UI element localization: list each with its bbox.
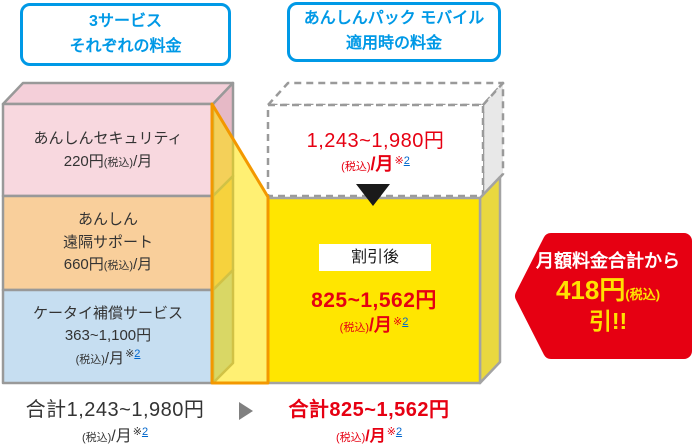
footnote-mark: ※	[393, 316, 403, 328]
ribbon-line3: 引!!	[588, 308, 628, 335]
service-hosho-price-suffix: (税込)/月※2	[75, 347, 141, 367]
down-arrow-icon	[356, 184, 390, 206]
before-price-suffix: (税込)/月※2	[341, 154, 410, 174]
service-support-name1: あんしん	[77, 211, 138, 229]
header-right-line1: あんしんパック モバイル	[303, 10, 485, 28]
footnote-2-link[interactable]: 2	[395, 426, 403, 438]
discount-badge: 割引後	[319, 244, 431, 271]
total-after: 合計825~1,562円 (税込)/月※2	[266, 393, 472, 446]
header-right-line2: 適用時の料金	[345, 35, 442, 52]
total-after-suffix: (税込)/月※2	[335, 426, 403, 445]
ribbon-tax: (税込)	[625, 287, 661, 303]
service-support-name2: 遠隔サポート	[62, 233, 153, 251]
service-support-price: 660円(税込)/月	[63, 256, 153, 274]
ribbon-amount: 418円	[555, 275, 626, 306]
total-before-suffix: (税込)/月※2	[81, 426, 149, 445]
after-price-suffix: (税込)/月※2	[339, 315, 409, 335]
ribbon-line1: 月額料金合計から	[536, 251, 680, 271]
service-security: あんしんセキュリティ 220円(税込)/月	[3, 104, 213, 196]
right-arrow-icon	[239, 402, 253, 420]
discount-side-face	[478, 175, 502, 385]
total-before-amount: 合計1,243~1,980円	[25, 399, 205, 421]
after-price: 825~1,562円	[311, 289, 437, 312]
discount-ribbon-shape	[515, 233, 692, 359]
before-box-3d	[266, 81, 505, 198]
header-left-line2: それぞれの料金	[69, 37, 182, 55]
before-front-face	[266, 103, 485, 198]
service-security-name: あんしんセキュリティ	[33, 129, 183, 147]
footnote-mark: ※	[132, 426, 142, 438]
footnote-2-link[interactable]: 2	[402, 316, 409, 328]
discount-front-face	[266, 196, 482, 385]
service-box-security	[1, 102, 215, 198]
service-box-support	[1, 194, 215, 292]
discount-box-3d	[266, 175, 502, 385]
footnote-mark: ※	[125, 347, 135, 360]
service-hosho: ケータイ補償サービス 363~1,100円 (税込)/月※2	[3, 290, 213, 383]
header-left-line1: 3サービス	[89, 12, 162, 30]
discount-ribbon: 月額料金合計から 418円(税込) 引!!	[524, 250, 692, 336]
footnote-2-link[interactable]: 2	[141, 426, 149, 438]
before-top-face	[266, 81, 505, 107]
footnote-mark: ※	[394, 155, 404, 167]
funnel-shape	[210, 102, 270, 385]
service-hosho-price: 363~1,100円	[64, 327, 152, 345]
footnote-2-link[interactable]: 2	[134, 347, 141, 360]
footnote-mark: ※	[386, 426, 396, 438]
stack-top-face	[1, 81, 235, 106]
service-security-price: 220円(税込)/月	[63, 153, 153, 170]
service-hosho-name: ケータイ補償サービス	[32, 304, 183, 322]
header-right: あんしんパック モバイル 適用時の料金	[287, 2, 501, 62]
header-left: 3サービス それぞれの料金	[20, 3, 231, 66]
total-after-amount: 合計825~1,562円	[288, 399, 450, 421]
footnote-2-link[interactable]: 2	[403, 155, 410, 167]
ribbon-amount-line: 418円(税込)	[524, 273, 692, 308]
total-before: 合計1,243~1,980円 (税込)/月※2	[2, 393, 228, 446]
service-support: あんしん 遠隔サポート 660円(税込)/月	[3, 196, 213, 290]
before-price: 1,243~1,980円	[306, 130, 445, 152]
